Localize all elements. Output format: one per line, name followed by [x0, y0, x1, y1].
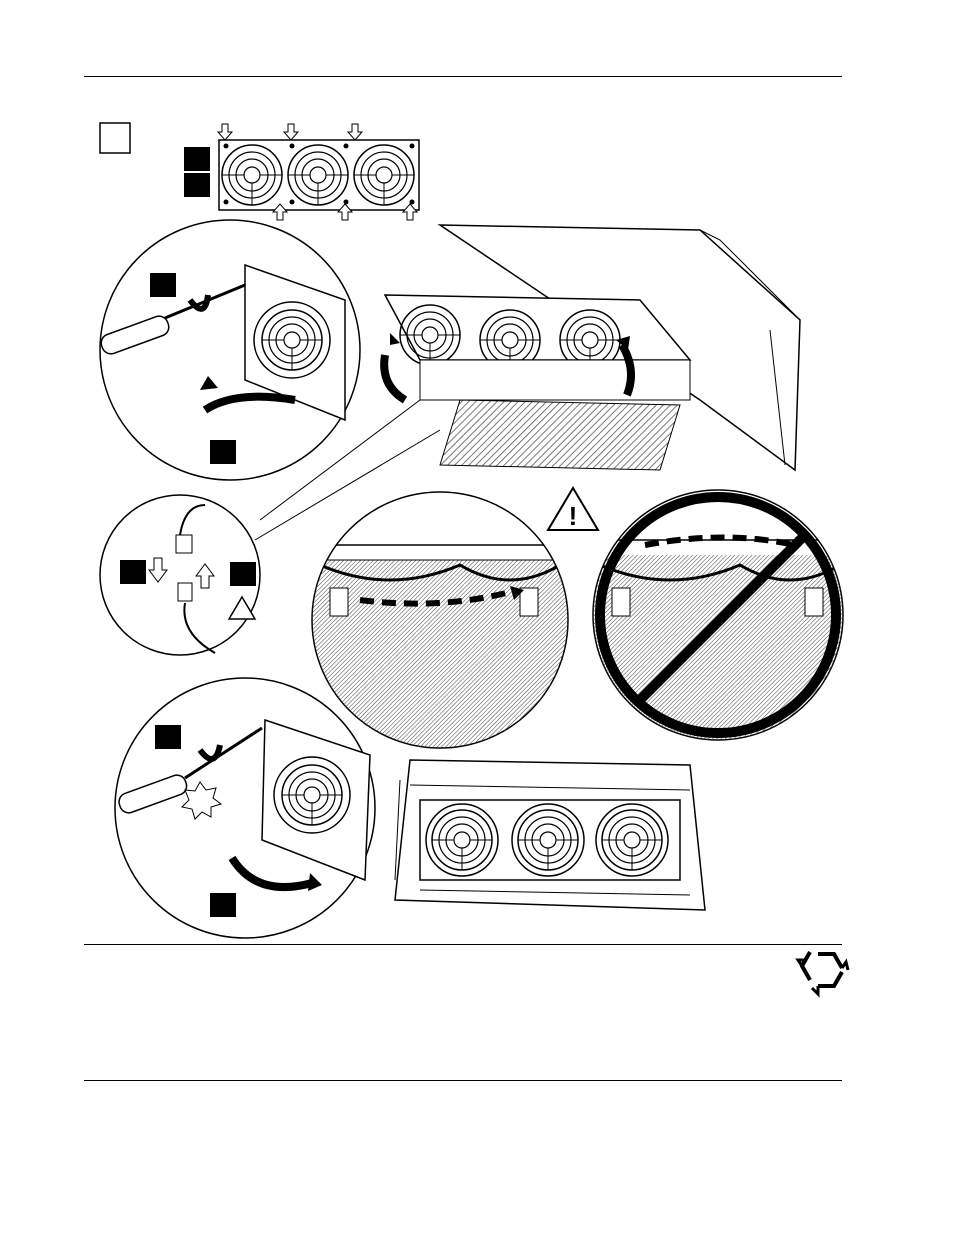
warning-exclamation: !: [569, 501, 578, 531]
step-marker-black: [210, 893, 236, 917]
step-marker-black: [230, 562, 256, 586]
step-marker-black: [155, 725, 181, 749]
step-marker-black: [120, 560, 146, 584]
step-marker-box: [100, 123, 130, 153]
detail-circle-unscrew: [99, 220, 360, 480]
step-marker-black: [184, 173, 210, 197]
detail-circle-correct-routing: [300, 492, 580, 750]
drive-chassis-bottom: [395, 760, 705, 910]
drive-chassis-top: [384, 225, 800, 470]
detail-circle-reinstall: [115, 678, 375, 938]
step-marker-black: [150, 273, 176, 297]
detail-circle-prohibited-routing: [590, 490, 850, 750]
fan-guard-strip: [218, 124, 419, 220]
step-marker-black: [210, 440, 236, 464]
down-arrow-icon: [218, 124, 362, 140]
recycle-icon: [798, 952, 848, 994]
step-marker-black: [184, 147, 210, 171]
